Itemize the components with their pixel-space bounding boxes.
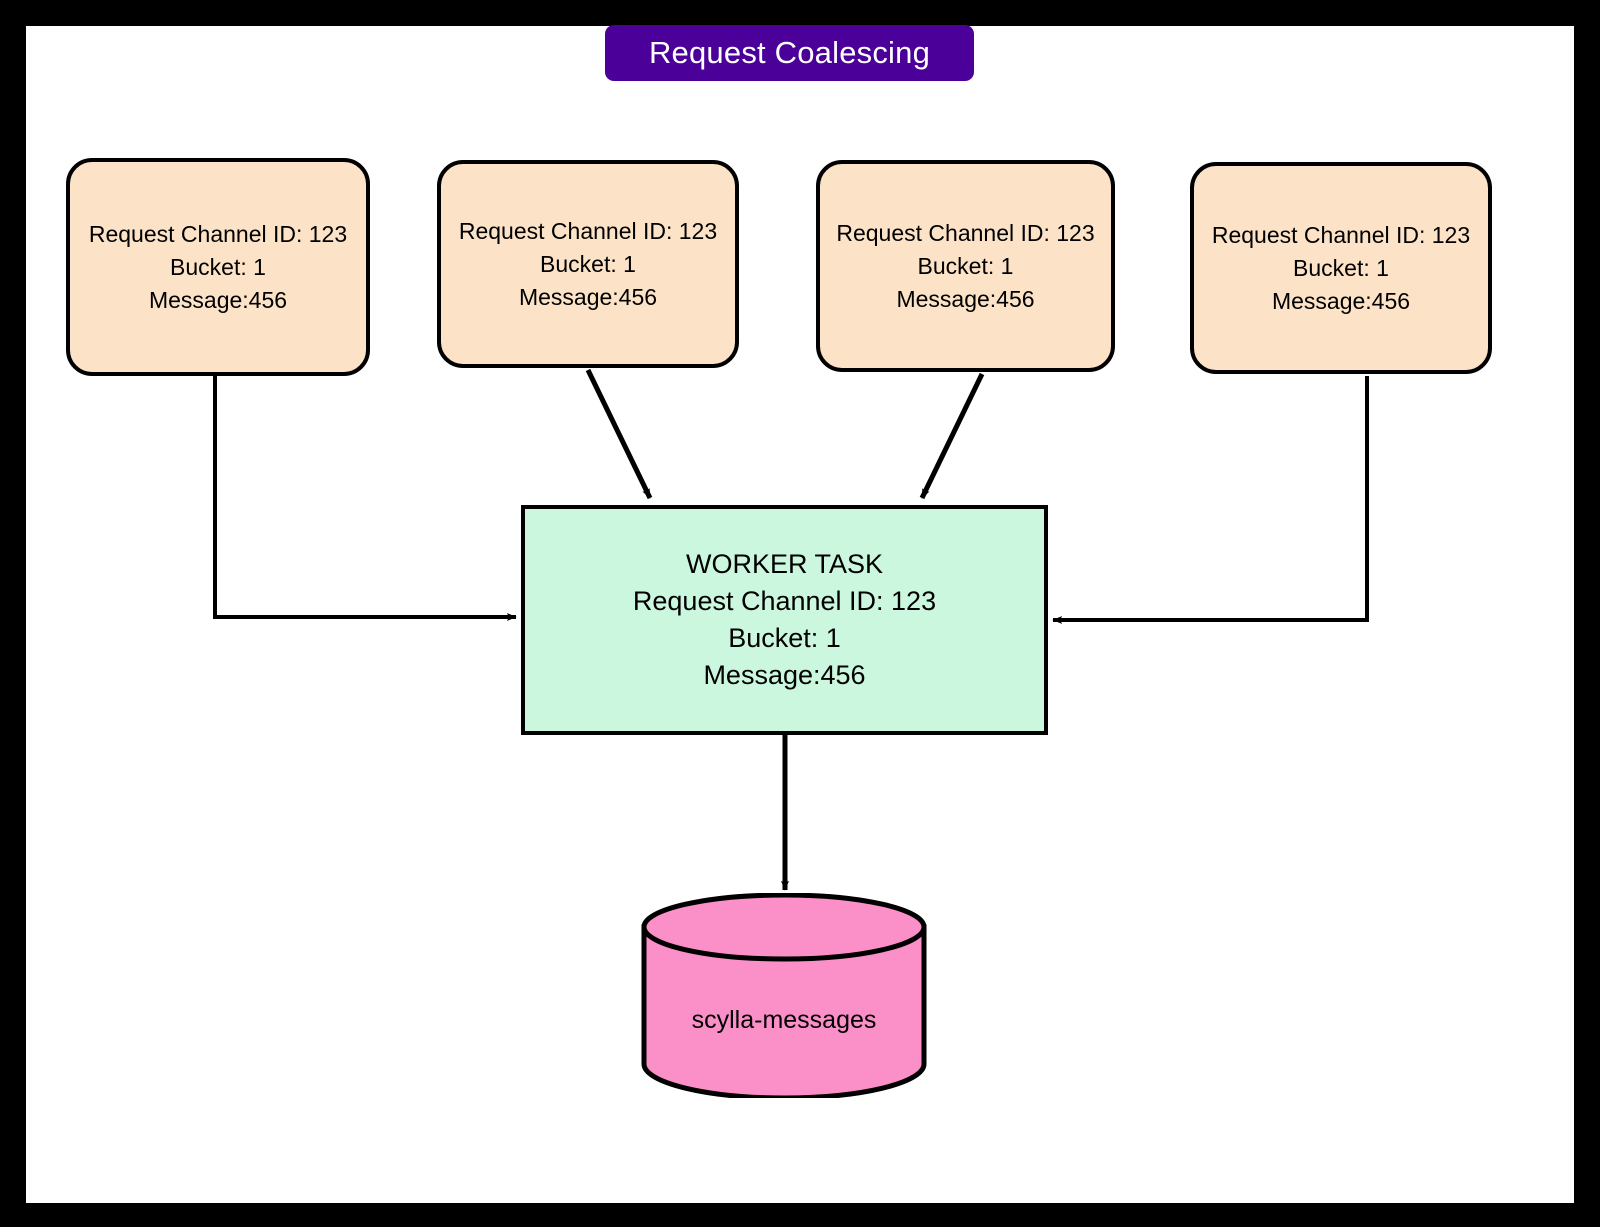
diagram-title-badge: Request Coalescing	[605, 25, 974, 81]
worker-task-title: WORKER TASK	[685, 549, 884, 579]
worker-task-channel-id: Request Channel ID: 123	[632, 586, 937, 616]
request-box-1-channel-id: Request Channel ID: 123	[88, 220, 348, 247]
request-box-2-message: Message:456	[518, 283, 658, 310]
request-box-1[interactable]: Request Channel ID: 123 Bucket: 1 Messag…	[66, 158, 370, 376]
worker-task-bucket: Bucket: 1	[728, 623, 841, 653]
worker-task-box[interactable]: WORKER TASK Request Channel ID: 123 Buck…	[521, 505, 1048, 735]
request-box-2[interactable]: Request Channel ID: 123 Bucket: 1 Messag…	[437, 160, 739, 368]
database-cylinder[interactable]	[641, 893, 927, 1098]
database-cylinder-top	[641, 893, 927, 962]
request-box-1-bucket: Bucket: 1	[170, 253, 266, 280]
request-box-3[interactable]: Request Channel ID: 123 Bucket: 1 Messag…	[816, 160, 1115, 372]
request-box-4-message: Message:456	[1271, 287, 1411, 314]
request-box-4-bucket: Bucket: 1	[1293, 254, 1389, 281]
database-cylinder-body	[641, 924, 927, 1098]
diagram-title-label: Request Coalescing	[648, 35, 931, 70]
request-box-3-message: Message:456	[896, 285, 1035, 312]
request-box-2-bucket: Bucket: 1	[540, 250, 636, 277]
request-box-4-channel-id: Request Channel ID: 123	[1211, 221, 1471, 248]
request-box-2-channel-id: Request Channel ID: 123	[458, 217, 718, 244]
request-box-3-bucket: Bucket: 1	[917, 252, 1014, 279]
request-box-3-channel-id: Request Channel ID: 123	[836, 219, 1095, 246]
request-box-1-message: Message:456	[148, 286, 288, 313]
worker-task-message: Message:456	[703, 660, 866, 690]
request-box-4[interactable]: Request Channel ID: 123 Bucket: 1 Messag…	[1190, 162, 1492, 374]
